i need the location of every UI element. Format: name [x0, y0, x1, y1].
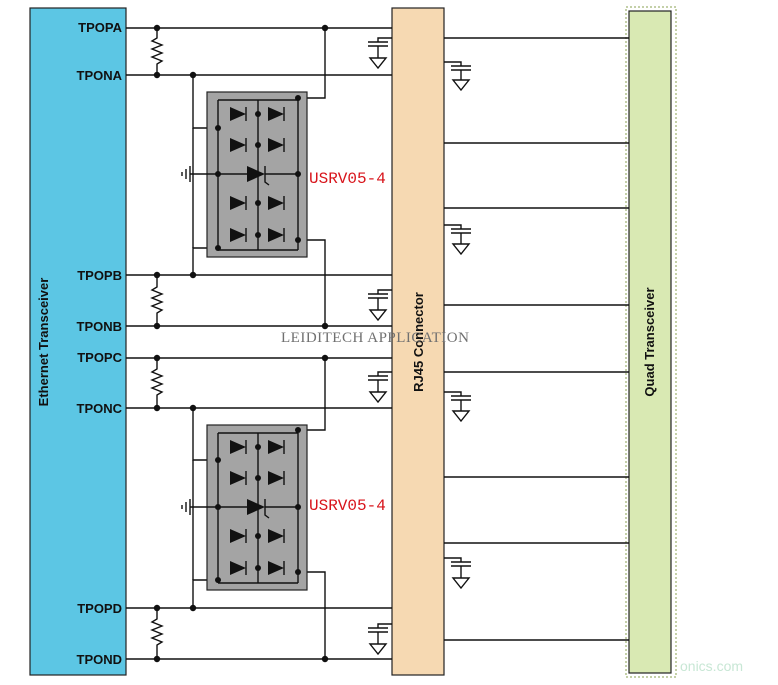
signal-lines-left	[126, 27, 392, 660]
ethernet-transceiver-block	[29, 7, 127, 676]
capacitor-ground-left	[368, 37, 392, 656]
signal-lines-right	[444, 37, 629, 641]
capacitor-ground-right	[444, 61, 471, 590]
tvs-chip-1	[190, 91, 308, 258]
pin-label-tpopb: TPOPB	[77, 268, 122, 283]
resistor-junction-dots	[153, 24, 161, 663]
watermark-text: LEIDITECH APPLICATION	[281, 330, 469, 346]
pin-label-tpopc: TPOPC	[77, 350, 122, 365]
termination-resistors	[150, 28, 164, 659]
pin-label-tponb: TPONB	[77, 319, 123, 334]
quad-transceiver-block	[628, 10, 672, 674]
tvs-chip-2	[190, 424, 308, 591]
pin-label-tpopd: TPOPD	[77, 601, 122, 616]
pin-label-tponc: TPONC	[77, 401, 123, 416]
chip-label-2: USRV05-4	[309, 497, 386, 515]
rj45-connector-block	[391, 7, 445, 676]
chip-label-1: USRV05-4	[309, 170, 386, 188]
pin-label-tpopa: TPOPA	[78, 20, 122, 35]
corner-mark: onics.com	[680, 658, 743, 674]
quad-transceiver-label: Quad Transceiver	[642, 287, 657, 396]
ground-icon	[181, 166, 191, 182]
pin-label-tpona: TPONA	[77, 68, 123, 83]
pin-label-tpond: TPOND	[77, 652, 123, 667]
ethernet-transceiver-label: Ethernet Transceiver	[36, 278, 51, 407]
rj45-connector-label: RJ45 Connector	[411, 292, 426, 392]
quad-transceiver-outline	[625, 6, 677, 678]
ground-icon	[181, 499, 191, 515]
